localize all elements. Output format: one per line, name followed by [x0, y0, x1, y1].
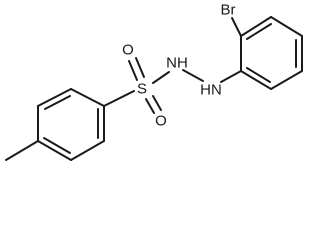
- carbon-bromine-bond: [231, 17, 242, 37]
- aromatic-bond: [246, 67, 271, 83]
- nh-lower-atom-label: HN: [200, 82, 222, 99]
- aromatic-bond: [44, 95, 71, 110]
- bond: [270, 16, 303, 37]
- sulfonyl-group: [103, 57, 170, 114]
- ring-to-sulfur-bond: [103, 90, 135, 107]
- nn-bond: [182, 69, 204, 82]
- sulfur-to-nitrogen-bond: [152, 71, 170, 84]
- nitrogen-to-ring-bond: [220, 70, 242, 83]
- oxygen-top-atom-label: O: [122, 42, 134, 59]
- bromine-atom-label: Br: [221, 2, 236, 19]
- bond: [240, 16, 272, 37]
- oxygen-bottom-atom-label: O: [155, 113, 167, 130]
- so-double-bond: [152, 95, 162, 111]
- nh-upper-atom-label: NH: [166, 55, 188, 72]
- bromophenyl-ring: [231, 16, 303, 90]
- sulfur-atom-label: S: [137, 81, 147, 98]
- bond: [37, 140, 72, 161]
- so-double-bond: [145, 98, 155, 114]
- methyl-bond: [5, 140, 39, 161]
- chemical-structure: Br S O O NH HN: [5, 2, 303, 161]
- so-double-bond: [135, 57, 145, 78]
- aromatic-bond: [43, 137, 71, 154]
- bond: [240, 70, 272, 90]
- aromatic-bond: [246, 23, 272, 40]
- bond: [270, 70, 303, 90]
- bond: [70, 88, 105, 107]
- bond: [70, 140, 105, 161]
- tolyl-ring: [5, 88, 105, 161]
- bond: [37, 88, 72, 107]
- so-double-bond: [128, 60, 138, 81]
